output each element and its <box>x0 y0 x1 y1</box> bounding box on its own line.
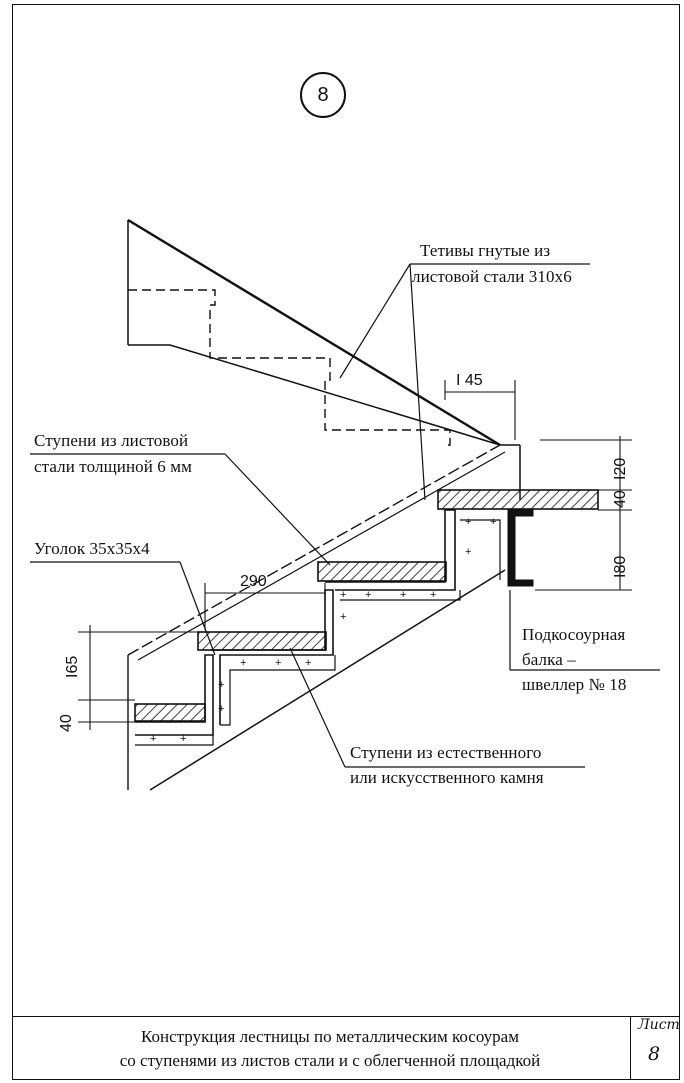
dim-165: I65 <box>64 655 81 678</box>
angle-label: Уголок 35х35х4 <box>34 539 150 558</box>
svg-text:+: + <box>340 611 346 623</box>
svg-text:+: + <box>218 703 224 715</box>
mortar-fill: + + + + + + + + + + + + + + + <box>135 516 501 746</box>
svg-text:+: + <box>430 589 436 601</box>
steel-tread-outline <box>135 509 456 736</box>
leader-lines <box>30 263 660 768</box>
stone-tread-label-line2: или искусственного камня <box>350 768 544 787</box>
svg-text:+: + <box>218 679 224 691</box>
beam-label-line2: балка – <box>522 650 576 669</box>
svg-text:+: + <box>340 589 346 601</box>
steel-tread-label-line1: Ступени из листовой <box>34 431 189 450</box>
sheet-number-cell <box>630 1016 680 1080</box>
stringer-label-line2: листовой стали 310х6 <box>412 267 572 286</box>
title-line1: Конструкция лестницы по металлическим ко… <box>141 1027 519 1046</box>
dashed-upper-steps <box>128 289 451 446</box>
channel-beam <box>507 509 534 587</box>
dim-180: I80 <box>612 555 629 578</box>
detail-number: 8 <box>317 83 329 106</box>
dim-145: I 45 <box>456 372 483 389</box>
sheet-frame <box>12 4 680 1080</box>
svg-text:+: + <box>305 657 311 669</box>
stone-treads <box>134 489 599 722</box>
stringer-label-line1: Тетивы гнутые из <box>420 241 551 260</box>
svg-text:+: + <box>465 546 471 558</box>
svg-text:+: + <box>275 657 281 669</box>
dim-40-right: 40 <box>612 490 629 508</box>
title-line2: со ступенями из листов стали и с облегче… <box>119 1051 541 1070</box>
sheet-number: 8 <box>648 1043 661 1065</box>
steel-tread-label-line2: стали толщиной 6 мм <box>34 457 192 476</box>
dim-40-left: 40 <box>58 714 75 732</box>
title-text: Конструкция лестницы по металлическим ко… <box>40 1025 620 1073</box>
svg-text:+: + <box>490 516 496 528</box>
sheet-label: Лист <box>638 1017 680 1033</box>
beam-label-line3: швеллер № 18 <box>522 675 627 694</box>
detail-number-circle: 8 <box>300 72 346 118</box>
svg-text:+: + <box>150 733 156 745</box>
title-block <box>12 1016 680 1080</box>
svg-text:+: + <box>240 657 246 669</box>
dim-290: 290 <box>240 573 267 590</box>
svg-text:+: + <box>465 516 471 528</box>
stringer-outline <box>127 218 521 500</box>
svg-text:+: + <box>400 589 406 601</box>
dimension-lines <box>78 380 632 730</box>
dim-120: I20 <box>612 457 629 480</box>
beam-label-line1: Подкосоурная <box>522 625 626 644</box>
svg-text:+: + <box>180 733 186 745</box>
stone-tread-label-line1: Ступени из естественного <box>350 743 542 762</box>
svg-text:+: + <box>365 589 371 601</box>
